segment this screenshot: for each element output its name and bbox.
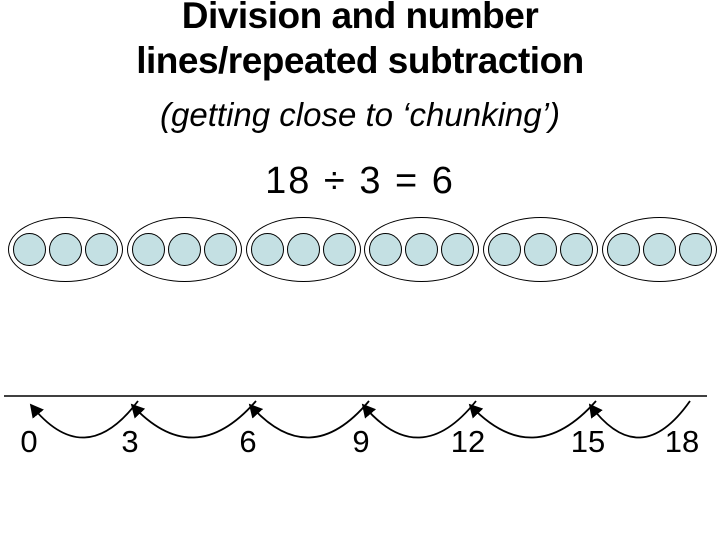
group-oval [601, 217, 717, 282]
counter-circle [203, 233, 237, 266]
slide-title-line2: lines/repeated subtraction [136, 40, 584, 81]
number-line-label: 3 [121, 424, 138, 459]
jump-arc [468, 400, 597, 439]
counter-circle [524, 233, 558, 266]
counter-circle [606, 233, 640, 266]
slide-subtitle: (getting close to ‘chunking’) [160, 96, 560, 133]
number-line-label: 15 [571, 424, 605, 459]
counter-circle [560, 233, 594, 266]
number-line-label: 18 [665, 424, 699, 459]
counter-circle [286, 233, 320, 266]
group-oval [126, 217, 242, 282]
counter-circle [167, 233, 201, 266]
counter-circle [85, 233, 118, 266]
jump-arc [588, 400, 691, 439]
counter-circle [488, 233, 522, 266]
grouping-diagram [8, 217, 717, 282]
jump-arc [361, 400, 477, 439]
slide-title-line1: Division and number [181, 0, 539, 36]
jump-arc [248, 400, 370, 439]
counter-circle [131, 233, 165, 266]
counter-circle [49, 233, 82, 266]
number-line: 0 3 6 9 12 15 18 [4, 395, 707, 459]
division-equation: 18 ÷ 3 = 6 [265, 160, 455, 202]
number-line-label: 6 [239, 424, 256, 459]
group-oval [245, 217, 361, 282]
number-line-label: 9 [352, 424, 369, 459]
number-line-label: 12 [451, 424, 485, 459]
group-oval [364, 217, 480, 282]
counter-circle [322, 233, 356, 266]
counter-circle [405, 233, 439, 266]
counter-circle [642, 233, 676, 266]
counter-circle [678, 233, 712, 266]
counter-circle [369, 233, 403, 266]
counter-circle [250, 233, 284, 266]
counter-circle [441, 233, 475, 266]
slide-title: Division and number lines/repeated subtr… [0, 0, 720, 83]
group-oval [483, 217, 599, 282]
number-line-label: 0 [20, 424, 37, 459]
jump-arc [29, 400, 139, 439]
jump-arc [130, 400, 257, 439]
counter-circle [13, 233, 46, 266]
group-oval [8, 217, 123, 282]
